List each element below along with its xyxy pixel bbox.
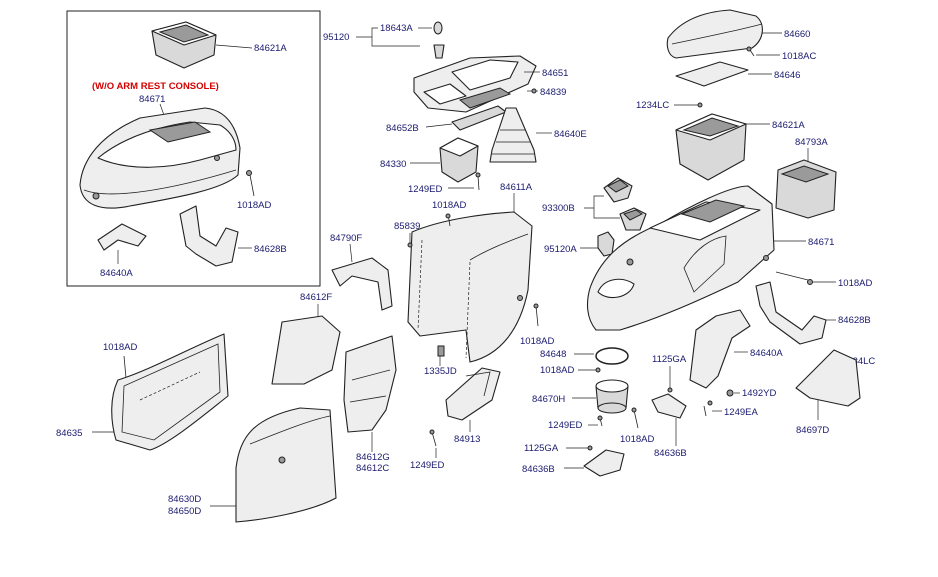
- label-84636B-b: 84636B: [522, 464, 555, 475]
- label-84650D: 84650D: [168, 506, 201, 517]
- clip-1335JD: [437, 345, 445, 357]
- label-84636B-a: 84636B: [654, 448, 687, 459]
- label-84640A-right: 84640A: [750, 348, 783, 359]
- box-84330: [439, 137, 479, 183]
- bracket-84628B-right: [755, 281, 827, 345]
- label-84839: 84839: [540, 87, 566, 98]
- label-1018AD-f: 1018AD: [540, 365, 574, 376]
- label-84793A: 84793A: [795, 137, 828, 148]
- label-84330: 84330: [380, 159, 406, 170]
- label-1492YD: 1492YD: [742, 388, 776, 399]
- label-95120A: 95120A: [544, 244, 577, 255]
- label-84612G: 84612G: [356, 452, 390, 463]
- label-84635: 84635: [56, 428, 82, 439]
- bracket-84628B-inset: [179, 205, 239, 267]
- panel-84612G: [343, 335, 397, 433]
- label-84913: 84913: [454, 434, 480, 445]
- bracket-84790F: [331, 257, 393, 311]
- label-84621A-top: 84621A: [254, 43, 287, 54]
- label-84628B-right: 84628B: [838, 315, 871, 326]
- label-1018AD-inset: 1018AD: [237, 200, 271, 211]
- label-84621A-right: 84621A: [772, 120, 805, 131]
- label-1234LC-a: 1234LC: [636, 100, 669, 111]
- label-84612F: 84612F: [300, 292, 332, 303]
- socket-95120: [433, 44, 445, 59]
- label-1125GA-b: 1125GA: [524, 443, 559, 454]
- label-84697D: 84697D: [796, 425, 829, 436]
- label-84651: 84651: [542, 68, 568, 79]
- label-93300B: 93300B: [542, 203, 575, 214]
- label-84628B-inset: 84628B: [254, 244, 287, 255]
- inset-note: (W/O ARM REST CONSOLE): [92, 81, 219, 92]
- label-85839: 85839: [394, 221, 420, 232]
- label-84630D: 84630D: [168, 494, 201, 505]
- holder-84793A: [775, 159, 837, 219]
- cover-84630D: [235, 407, 337, 523]
- label-1335JD: 1335JD: [424, 366, 457, 377]
- label-1249ED-a: 1249ED: [408, 184, 442, 195]
- switches-93300B: [603, 177, 647, 231]
- label-18643A: 18643A: [380, 23, 413, 34]
- label-84640A-inset: 84640A: [100, 268, 133, 279]
- cup-holder-84670H: [595, 379, 629, 414]
- bracket-84640A-right: [689, 309, 751, 389]
- label-84670H: 84670H: [532, 394, 565, 405]
- label-1018AC: 1018AC: [782, 51, 816, 62]
- label-84611A: 84611A: [500, 182, 533, 193]
- tray-84621A-right: [675, 113, 747, 181]
- label-84790F: 84790F: [330, 233, 362, 244]
- lid-84660: [666, 9, 763, 59]
- label-84671-right: 84671: [808, 237, 834, 248]
- label-1018AD-e: 1018AD: [620, 434, 654, 445]
- shell-84611A: [407, 211, 533, 363]
- label-1018AD-d: 1018AD: [838, 278, 872, 289]
- label-84652B: 84652B: [386, 123, 419, 134]
- label-1018AD-b: 1018AD: [520, 336, 554, 347]
- label-1018AD-c: 1018AD: [103, 342, 137, 353]
- ring-84648: [595, 347, 629, 365]
- label-84646: 84646: [774, 70, 800, 81]
- bezel-84651: [413, 55, 537, 113]
- tray-84621A-inset: [151, 21, 217, 69]
- console-84671-right: [586, 185, 775, 331]
- console-84671-inset: [79, 107, 241, 209]
- socket-95120A: [597, 231, 615, 257]
- panel-84635: [111, 333, 229, 451]
- label-84612C: 84612C: [356, 463, 389, 474]
- bracket-84636B-b: [583, 449, 625, 477]
- label-1234LC-b: 1234LC: [842, 356, 875, 367]
- label-84671-inset: 84671: [139, 94, 165, 105]
- shift-boot-84640E: [489, 107, 537, 163]
- label-84648: 84648: [540, 349, 566, 360]
- cover-84913: [445, 367, 501, 421]
- bulb-18643A: [433, 21, 443, 35]
- label-1249ED-d: 1249ED: [548, 420, 582, 431]
- label-1125GA-a: 1125GA: [652, 354, 687, 365]
- label-1018AD-a: 1018AD: [432, 200, 466, 211]
- label-84660: 84660: [784, 29, 810, 40]
- bracket-84697D: [795, 349, 861, 407]
- bracket-84640A-inset: [97, 223, 147, 251]
- panel-84612F: [271, 315, 341, 385]
- label-84640E: 84640E: [554, 129, 587, 140]
- inset-frame: [66, 10, 321, 287]
- bracket-84636B-a: [651, 393, 687, 419]
- label-95120: 95120: [323, 32, 349, 43]
- label-1249ED-b: 1249ED: [410, 460, 444, 471]
- label-1249EA: 1249EA: [724, 407, 758, 418]
- mat-84646: [675, 61, 749, 87]
